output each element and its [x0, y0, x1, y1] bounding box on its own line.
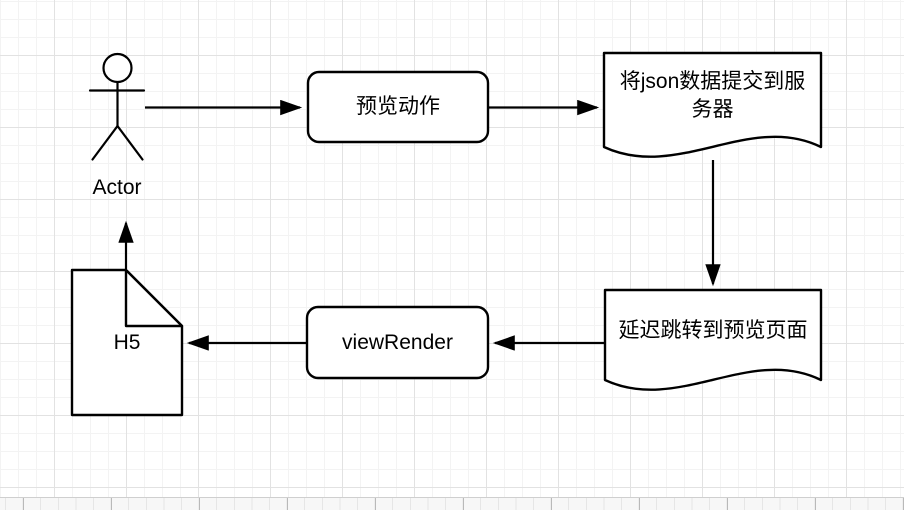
- preview-action-node[interactable]: [306, 70, 490, 144]
- submit-json-node[interactable]: [602, 51, 823, 158]
- actor-node[interactable]: [88, 52, 146, 161]
- actor-head: [102, 52, 133, 84]
- h5-note-fold: [124, 268, 184, 328]
- delay-redirect-node[interactable]: [603, 288, 823, 391]
- page-boundary-band: [0, 497, 904, 510]
- actor-left-leg: [91, 124, 119, 161]
- actor-right-leg: [116, 124, 144, 161]
- h5-node[interactable]: [70, 268, 184, 417]
- view-render-node[interactable]: [305, 305, 490, 380]
